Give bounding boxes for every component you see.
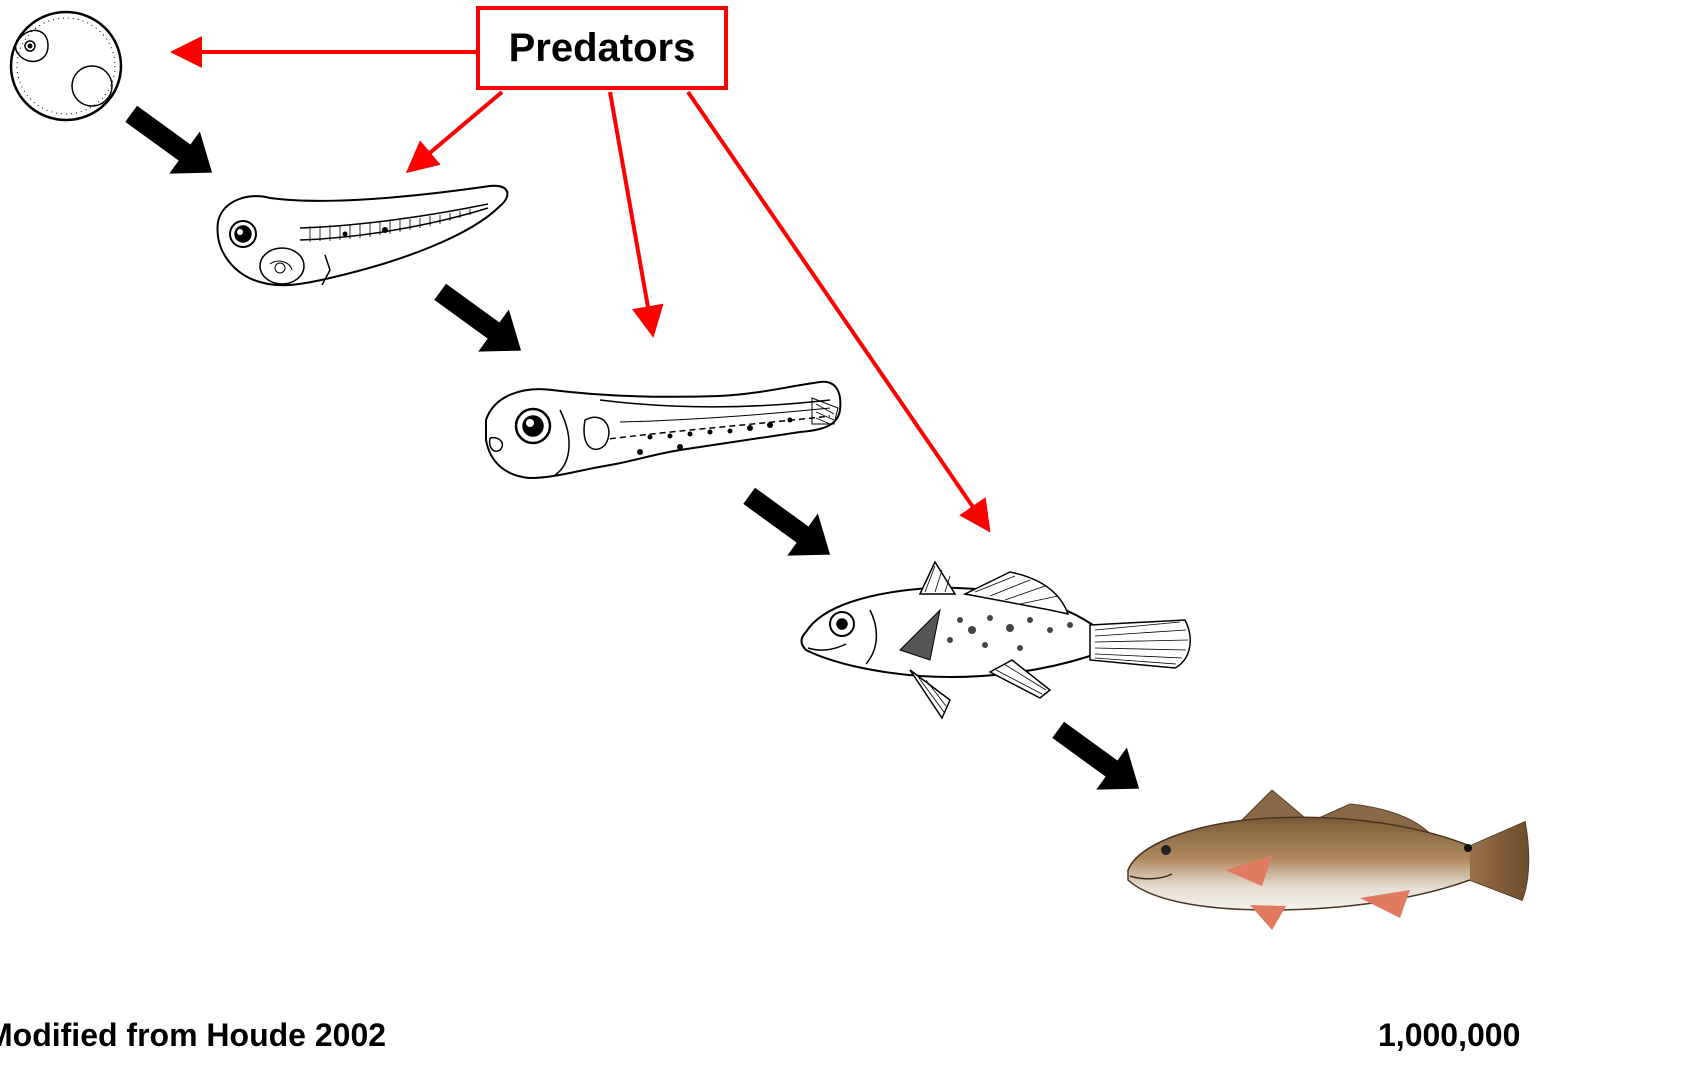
stage-arrow-2 <box>425 271 536 372</box>
stage-arrow-4 <box>1043 709 1154 810</box>
yolk-sac-larva-drawing <box>218 186 508 285</box>
larva-drawing <box>486 382 840 478</box>
stage-arrow-1 <box>116 93 227 194</box>
count-label: 1,000,000 <box>1378 1017 1520 1054</box>
adult-fish-drawing <box>1128 790 1528 930</box>
predator-arrow-juvenile <box>688 92 986 526</box>
source-note: Modified from Houde 2002 <box>0 1017 386 1054</box>
juvenile-drawing <box>802 562 1191 718</box>
stage-arrow-3 <box>734 475 845 576</box>
predators-label: Predators <box>476 6 728 90</box>
egg-drawing <box>11 12 121 120</box>
predator-arrow-larva <box>610 92 652 330</box>
predator-arrow-yolk-sac-larva <box>412 92 502 168</box>
